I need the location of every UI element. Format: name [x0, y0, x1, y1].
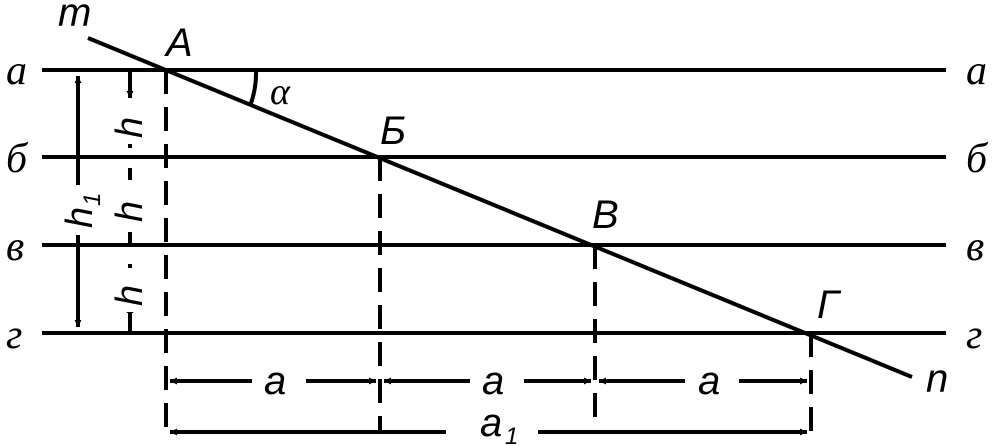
- point-label-A: A: [164, 21, 193, 65]
- point-label-G: Г: [817, 283, 842, 327]
- spacing-label-a-2: a: [482, 359, 504, 403]
- line-end-label-m: m: [58, 0, 91, 35]
- plane-label-g-right: г: [966, 312, 982, 358]
- angle-arc: [248, 69, 259, 107]
- spacing-label-a1-sub: 1: [505, 423, 518, 446]
- plane-label-b-right: б: [966, 136, 989, 182]
- plane-label-v-right: в: [966, 224, 984, 270]
- plane-label-a-right: а: [966, 48, 987, 94]
- h1-label-main: h: [59, 207, 101, 228]
- inclined-line-mn: [87, 36, 913, 379]
- spacing-label-a-1: a: [264, 359, 286, 403]
- spacing-label-a1-main: a: [480, 401, 502, 445]
- label-bg-a1-total: [446, 410, 538, 444]
- point-label-V: В: [592, 193, 619, 237]
- h1-label: h 1: [59, 193, 106, 228]
- plane-label-g-left: г: [6, 312, 22, 358]
- h-label-3: h: [109, 285, 151, 306]
- h-label-1: h: [109, 117, 151, 138]
- label-bg-h-2: [112, 183, 148, 227]
- angle-label: α: [270, 71, 291, 113]
- plane-label-v-left: в: [6, 224, 24, 270]
- label-bg-h-3: [112, 268, 148, 312]
- h1-label-sub: 1: [79, 193, 106, 206]
- plane-label-a-left: а: [6, 48, 27, 94]
- line-end-label-n: n: [926, 357, 948, 401]
- label-bg-a2: [470, 360, 524, 402]
- h-label-2: h: [109, 201, 151, 222]
- label-bg-h1: [60, 185, 98, 235]
- plane-label-b-left: б: [6, 136, 29, 182]
- spacing-label-a-3: a: [698, 359, 720, 403]
- label-bg-a1: [252, 360, 306, 402]
- point-label-B: Б: [380, 109, 406, 153]
- label-bg-h-1: [112, 100, 148, 144]
- label-bg-a3: [685, 360, 739, 402]
